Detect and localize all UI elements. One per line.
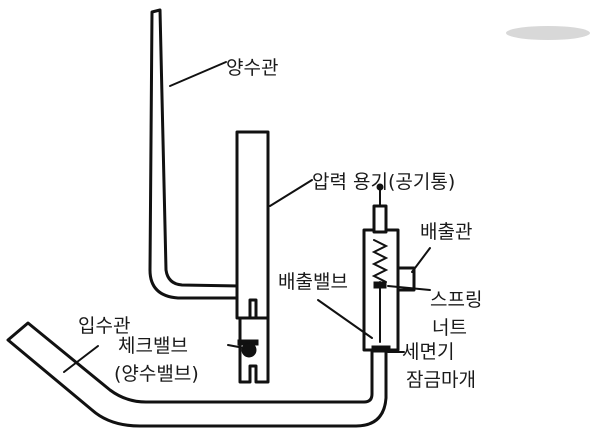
discharge-pipe [396,266,416,292]
label-check-valve-line1: 체크밸브 [118,335,188,357]
leader-check-valve [227,344,245,349]
label-spring: 스프링 [430,289,483,311]
valve-stem-top [376,183,384,191]
label-inlet-pipe: 입수관 [78,315,131,337]
label-fine-adjust-line1: 세면기 [402,341,455,363]
label-pressure-vessel: 압력 용기(공기통) [312,171,456,193]
pressure-vessel [235,130,270,320]
label-check-valve-line2: (양수밸브) [114,363,199,385]
valve-disc [371,345,391,353]
label-fine-adjust-line2: 잠금마개 [406,369,476,391]
check-valve-ball [241,342,257,358]
label-delivery-pipe: 양수관 [226,57,279,79]
label-discharge-pipe: 배출관 [420,221,473,243]
valve-nut [373,281,387,289]
leader-inlet-pipe [63,345,99,373]
inlet-pipe-opening [7,322,29,341]
leader-spring [387,285,431,291]
delivery-pipe [148,8,242,300]
spring [371,239,389,283]
leader-discharge-pipe [411,247,431,273]
leader-delivery-pipe [169,61,227,87]
scan-smudge [506,26,590,40]
label-discharge-valve: 배출밸브 [278,271,348,293]
label-nut: 너트 [432,317,467,339]
leader-pressure-vessel [269,179,313,207]
leader-discharge-valve [317,299,373,339]
discharge-valve-cap [372,204,388,234]
